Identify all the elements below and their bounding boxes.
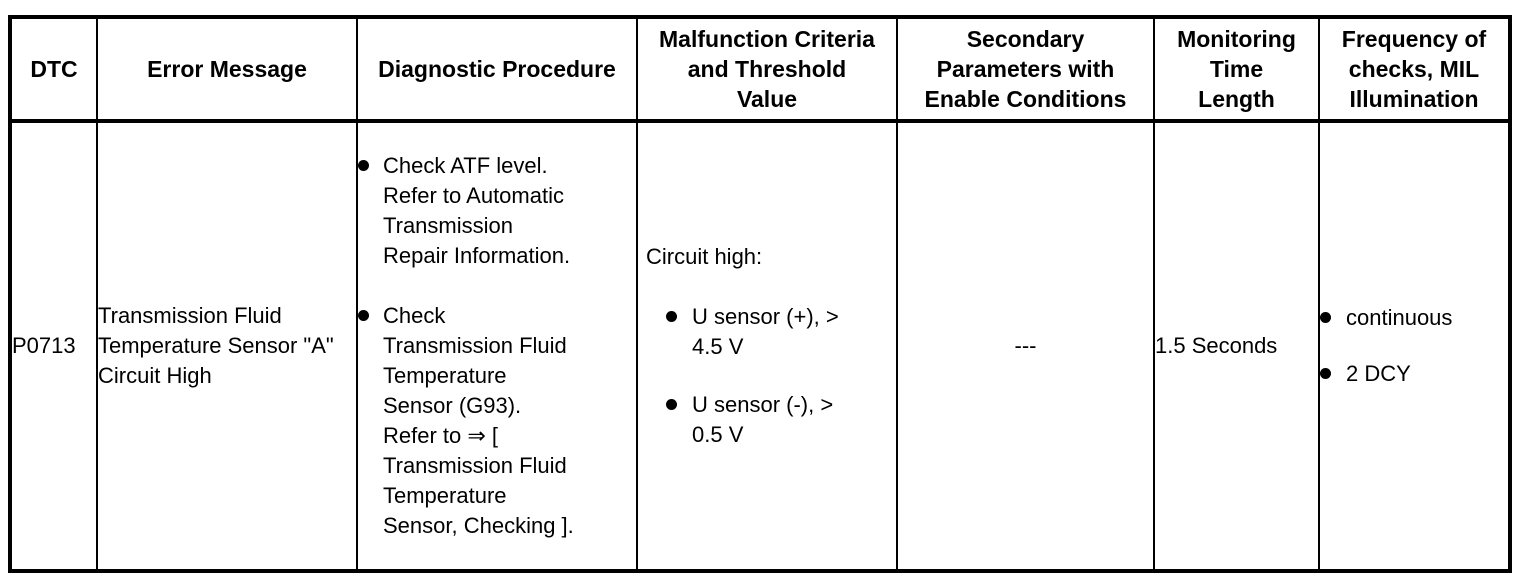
bullet-icon bbox=[666, 311, 677, 322]
secondary-parameters-text: --- bbox=[1014, 333, 1037, 358]
bullet-icon bbox=[359, 310, 369, 321]
threshold-value-text: U sensor (+), > 4.5 V bbox=[692, 304, 839, 359]
threshold-value-text: U sensor (-), > 0.5 V bbox=[692, 392, 834, 447]
header-label-line: and Threshold bbox=[687, 56, 847, 82]
header-label-line: Malfunction Criteria bbox=[659, 26, 875, 52]
header-label: DTC bbox=[30, 56, 78, 82]
header-cell-dtc: DTC bbox=[9, 16, 98, 123]
header-label-line: Parameters with bbox=[936, 56, 1115, 82]
table-row-p0713: P0713 Transmission Fluid Temperature Sen… bbox=[9, 120, 1511, 572]
header-label-line: Length bbox=[1198, 86, 1275, 112]
list-item: U sensor (+), > 4.5 V bbox=[639, 302, 895, 362]
list-item: continuous bbox=[1321, 303, 1508, 333]
header-label-line: Time bbox=[1209, 56, 1264, 82]
malfunction-criteria-cell: Circuit high: U sensor (+), > 4.5 V U se… bbox=[636, 120, 898, 572]
error-message-text: Transmission Fluid Temperature Sensor "A… bbox=[98, 303, 334, 388]
header-label-line: Frequency of bbox=[1341, 26, 1487, 52]
monitoring-time-cell: 1.5 Seconds bbox=[1153, 120, 1320, 572]
frequency-item-text: 2 DCY bbox=[1346, 361, 1411, 386]
header-cell-diagnostic-procedure: Diagnostic Procedure bbox=[356, 16, 638, 123]
secondary-parameters-cell: --- bbox=[896, 120, 1155, 572]
header-label-line: Monitoring bbox=[1177, 26, 1296, 52]
bullet-icon bbox=[1321, 368, 1331, 379]
header-cell-secondary-parameters: Secondary Parameters with Enable Conditi… bbox=[896, 16, 1155, 123]
header-label-line: Illumination bbox=[1349, 86, 1479, 112]
list-item: Check Transmission Fluid Temperature Sen… bbox=[359, 301, 635, 541]
header-label-line: Enable Conditions bbox=[924, 86, 1127, 112]
header-cell-malfunction-criteria: Malfunction Criteria and Threshold Value bbox=[636, 16, 898, 123]
bullet-icon bbox=[359, 160, 369, 171]
bullet-icon bbox=[666, 399, 677, 410]
header-label: Diagnostic Procedure bbox=[378, 56, 616, 82]
diagnostic-step-text: Check ATF level. Refer to Automatic Tran… bbox=[383, 153, 571, 268]
header-label-line: Value bbox=[736, 86, 798, 112]
monitoring-time-text: 1.5 Seconds bbox=[1155, 333, 1278, 358]
header-cell-monitoring-time: Monitoring Time Length bbox=[1153, 16, 1320, 123]
header-row: DTC Error Message Diagnostic Procedure M… bbox=[9, 16, 1511, 123]
header-cell-error-message: Error Message bbox=[96, 16, 358, 123]
diagnostic-procedure-cell: Check ATF level. Refer to Automatic Tran… bbox=[356, 120, 638, 572]
malfunction-criteria-intro: Circuit high: bbox=[646, 244, 763, 269]
dtc-code-cell: P0713 bbox=[9, 120, 98, 572]
diagnostic-step-text: Check Transmission Fluid Temperature Sen… bbox=[383, 303, 574, 538]
list-item: Check ATF level. Refer to Automatic Tran… bbox=[359, 151, 635, 271]
dtc-code: P0713 bbox=[12, 333, 76, 358]
header-label-line: checks, MIL bbox=[1348, 56, 1480, 82]
list-item: 2 DCY bbox=[1321, 359, 1508, 389]
dtc-table: DTC Error Message Diagnostic Procedure M… bbox=[8, 15, 1512, 573]
bullet-icon bbox=[1321, 312, 1331, 323]
header-cell-frequency-of-checks: Frequency of checks, MIL Illumination bbox=[1318, 16, 1511, 123]
header-label-line: Secondary bbox=[966, 26, 1085, 52]
frequency-item-text: continuous bbox=[1346, 305, 1453, 330]
frequency-of-checks-cell: continuous 2 DCY bbox=[1318, 120, 1511, 572]
list-item: U sensor (-), > 0.5 V bbox=[639, 390, 895, 450]
error-message-cell: Transmission Fluid Temperature Sensor "A… bbox=[96, 120, 358, 572]
header-label: Error Message bbox=[147, 56, 307, 82]
